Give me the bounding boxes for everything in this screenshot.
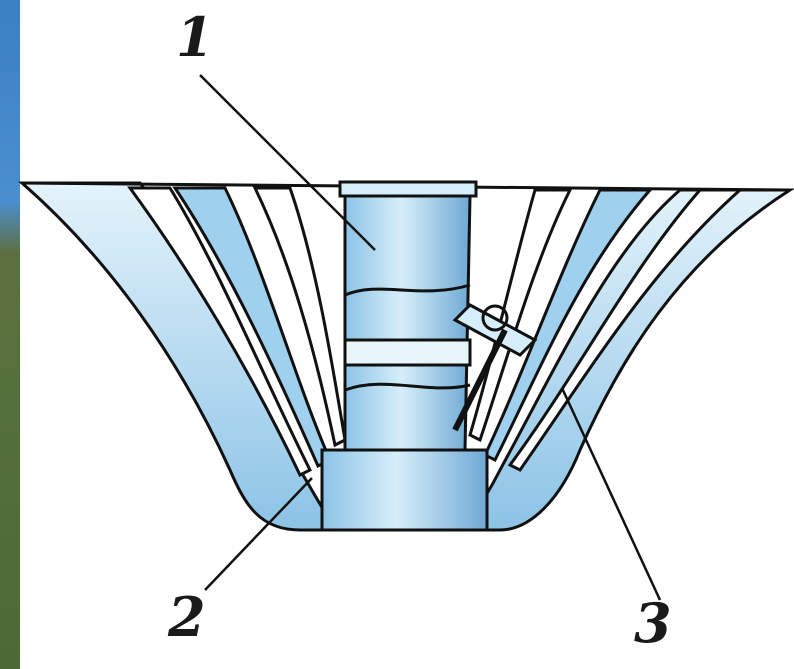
- central-rod: [343, 194, 472, 452]
- callout-label-1: 1: [176, 5, 214, 69]
- cotter-pin-shaft: [452, 328, 508, 432]
- spring-layer-left-1: [127, 186, 313, 478]
- callout-label-3: 3: [634, 591, 672, 655]
- background-photo-strip: [0, 0, 20, 669]
- central-rod-break-line: [344, 283, 471, 297]
- central-rod-lower-break: [344, 382, 471, 392]
- callout-label-2: 2: [168, 585, 206, 649]
- leader-line-2: [204, 477, 313, 591]
- leader-line-3: [560, 387, 662, 601]
- central-rod-collar: [343, 338, 472, 367]
- central-rod-cap: [338, 180, 478, 198]
- spring-layer-right-3: [468, 188, 573, 443]
- cotter-pin-eye: [481, 304, 509, 332]
- leader-line-1: [199, 74, 376, 251]
- base-block: [320, 448, 489, 532]
- spring-layer-right-2: [483, 188, 654, 463]
